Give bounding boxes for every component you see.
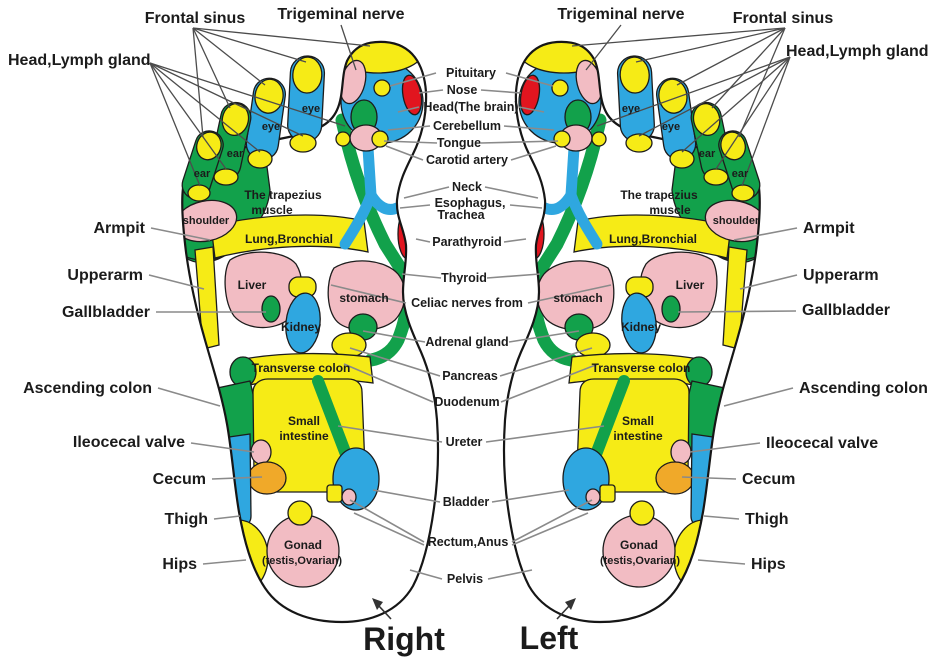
label-head-brain: Head(The brain) [423, 100, 518, 114]
label-small1-l: Small [622, 414, 654, 428]
label-neck: Neck [452, 180, 482, 194]
label-lung-l: Lung,Bronchial [609, 232, 697, 246]
label-trapezius2-r: muscle [251, 203, 293, 217]
label-small2-l: intestine [613, 429, 663, 443]
fan-lines-top [149, 24, 791, 187]
label-celiac: Celiac nerves from [411, 296, 523, 310]
label-ear-l1: ear [699, 148, 716, 160]
label-hips-left: Hips [162, 556, 197, 573]
label-ileocecal-left: Ileocecal valve [73, 434, 185, 451]
label-thigh-right: Thigh [745, 511, 789, 528]
label-trigeminal-right: Trigeminal nerve [557, 6, 684, 23]
label-trapezius2-l: muscle [649, 203, 691, 217]
label-frontal-sinus-right: Frontal sinus [733, 10, 834, 27]
label-duodenum: Duodenum [434, 395, 499, 409]
arrow-left-foot [565, 598, 576, 610]
label-pituitary: Pituitary [446, 66, 496, 80]
label-lung-r: Lung,Bronchial [245, 232, 333, 246]
center-column-labels: Pituitary Nose Head(The brain) Cerebellu… [411, 66, 523, 586]
label-cecum-right: Cecum [742, 471, 795, 488]
label-liver-r: Liver [238, 278, 267, 292]
label-gonad2-l: (testis,Ovarian) [600, 555, 680, 567]
label-kidney-l: Kidney [621, 320, 661, 334]
label-ear-l2: ear [732, 168, 749, 180]
label-thyroid: Thyroid [441, 271, 487, 285]
label-thigh-left: Thigh [164, 511, 208, 528]
label-hips-right: Hips [751, 556, 786, 573]
label-rectum-anus: Rectum,Anus [428, 535, 509, 549]
label-head-lymph-left: Head,Lymph gland [8, 52, 151, 69]
label-armpit-left: Armpit [93, 220, 145, 237]
label-eye-l1: eye [622, 103, 640, 115]
label-stomach-l: stomach [553, 291, 602, 305]
leader-lines-sides [148, 227, 798, 565]
label-cerebellum: Cerebellum [433, 119, 501, 133]
label-right-foot: Right [363, 621, 445, 657]
label-stomach-r: stomach [339, 291, 388, 305]
label-ear-r2: ear [194, 168, 211, 180]
label-ear-r1: ear [227, 148, 244, 160]
label-gallbladder-right: Gallbladder [802, 302, 890, 319]
label-small2-r: intestine [279, 429, 329, 443]
label-trapezius1-r: The trapezius [244, 188, 322, 202]
label-kidney-r: Kidney [281, 320, 321, 334]
label-pancreas: Pancreas [442, 369, 498, 383]
left-foot-zone-labels: eye eye ear ear shoulder The trapezius m… [553, 103, 760, 567]
label-shoulder-r: shoulder [183, 215, 230, 227]
label-gonad1-l: Gonad [620, 538, 658, 552]
label-eye-l2: eye [662, 121, 680, 133]
foot-arrows [372, 598, 576, 620]
label-head-lymph-right: Head,Lymph gland [786, 43, 929, 60]
label-trapezius1-l: The trapezius [620, 188, 698, 202]
label-bladder: Bladder [443, 495, 490, 509]
label-ileocecal-right: Ileocecal valve [766, 435, 878, 452]
label-shoulder-l: shoulder [713, 215, 760, 227]
label-gonad1-r: Gonad [284, 538, 322, 552]
label-trigeminal-left: Trigeminal nerve [277, 6, 404, 23]
label-eye-r2: eye [262, 121, 280, 133]
label-small1-r: Small [288, 414, 320, 428]
label-nose: Nose [447, 83, 478, 97]
label-carotid: Carotid artery [426, 153, 508, 167]
right-column-labels: Armpit Upperarm Gallbladder Ascending co… [742, 220, 928, 573]
label-ascending-colon-left: Ascending colon [23, 380, 152, 397]
label-frontal-sinus-left: Frontal sinus [145, 10, 246, 27]
leader-lines-center [330, 72, 612, 580]
label-parathyroid: Parathyroid [432, 235, 501, 249]
label-upperarm-right: Upperarm [803, 267, 879, 284]
label-liver-l: Liver [676, 278, 705, 292]
label-trachea: Trachea [437, 208, 485, 222]
left-column-labels: Armpit Upperarm Gallbladder Ascending co… [23, 220, 208, 573]
label-gonad2-r: (testis,Ovarian) [262, 555, 342, 567]
label-pelvis: Pelvis [447, 572, 483, 586]
label-eye-r1: eye [302, 103, 320, 115]
arrow-right-foot [372, 598, 383, 610]
label-gallbladder-left: Gallbladder [62, 304, 150, 321]
label-ascending-colon-right: Ascending colon [799, 380, 928, 397]
label-transverse-r: Transverse colon [252, 361, 351, 375]
label-cecum-left: Cecum [153, 471, 206, 488]
label-left-foot: Left [520, 620, 579, 656]
label-armpit-right: Armpit [803, 220, 855, 237]
label-esophagus: Esophagus, [435, 196, 506, 210]
label-transverse-l: Transverse colon [592, 361, 691, 375]
label-adrenal: Adrenal gland [425, 335, 508, 349]
right-foot-zone-labels: eye eye ear ear shoulder The trapezius m… [183, 103, 389, 567]
label-upperarm-left: Upperarm [67, 267, 143, 284]
label-ureter: Ureter [446, 435, 483, 449]
label-tongue: Tongue [437, 136, 481, 150]
